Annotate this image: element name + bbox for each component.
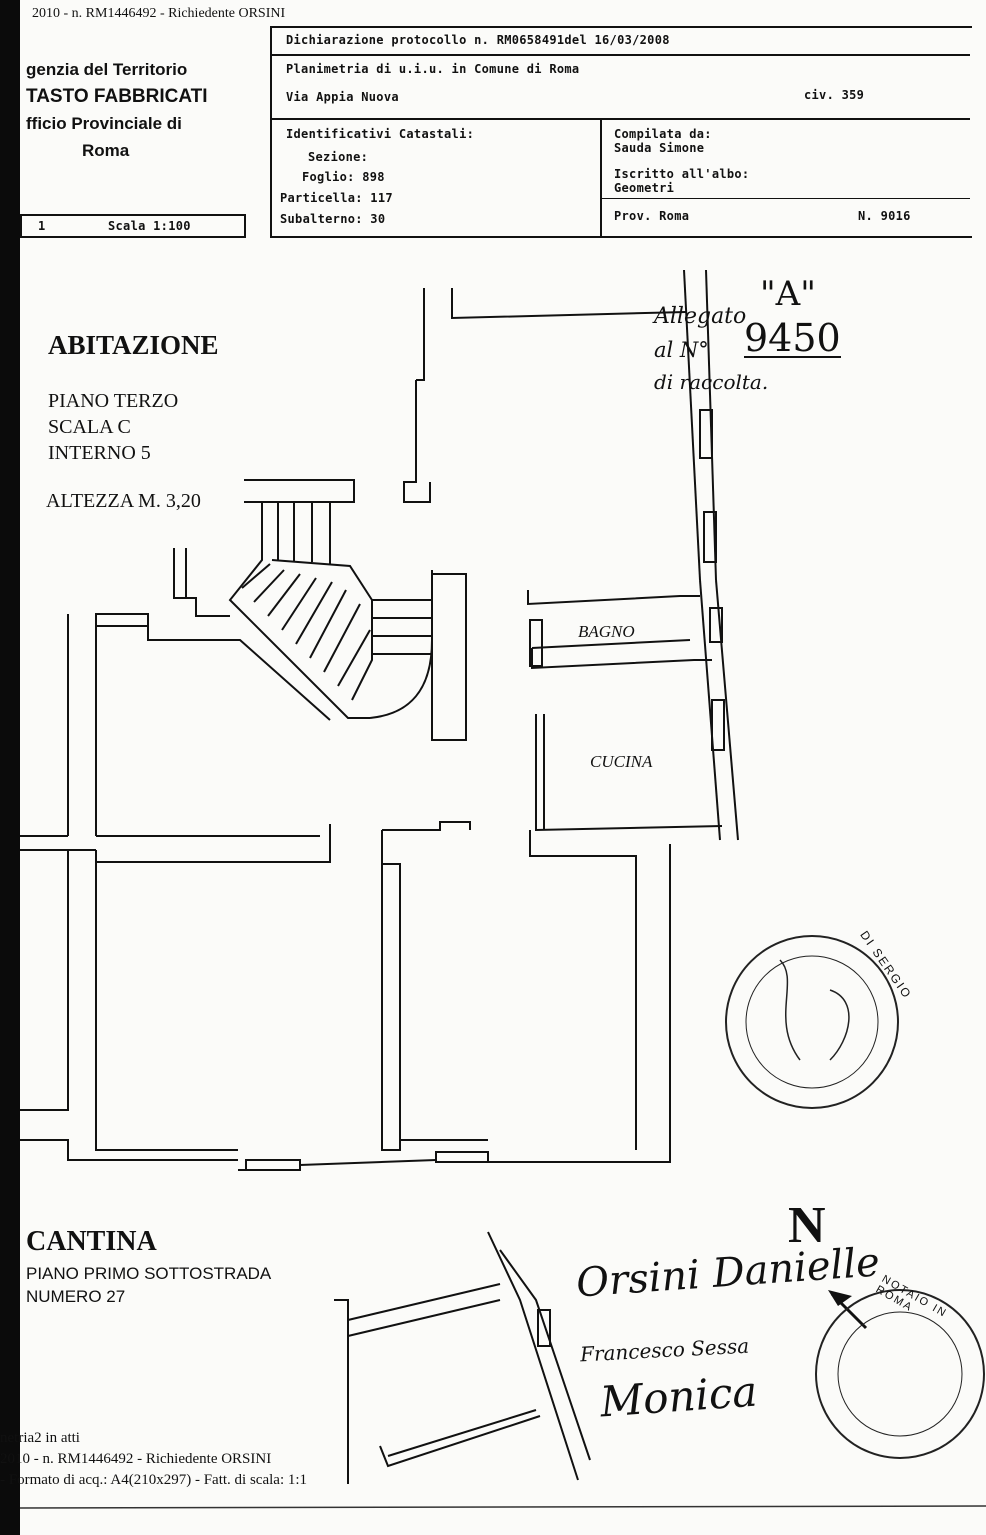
- planimetry-text: Planimetria di u.i.u. in Comune di Roma: [286, 62, 580, 76]
- notary-stamp-1: [725, 935, 899, 1109]
- footer-line-2: 2010 - n. RM1446492 - Richiedente ORSINI: [0, 1451, 272, 1467]
- footer-block: netria2 in atti 2010 - n. RM1446492 - Ri…: [0, 1428, 307, 1491]
- agency-line-1: genzia del Territorio: [26, 60, 188, 79]
- civic-number: civ. 359: [804, 88, 865, 102]
- annotation-allegato: Allegato: [654, 304, 747, 329]
- cellar-details: PIANO PRIMO SOTTOSTRADA NUMERO 27: [26, 1262, 271, 1308]
- registration-number: N. 9016: [858, 209, 911, 223]
- plan-details: PIANO TERZO SCALA C INTERNO 5: [48, 388, 178, 466]
- agency-line-4: Roma: [82, 141, 130, 160]
- plan-height: ALTEZZA M. 3,20: [46, 490, 201, 512]
- particella-value: Particella: 117: [280, 191, 393, 205]
- scan-edge-bar: [0, 0, 20, 1535]
- sezione-label: Sezione:: [308, 150, 369, 164]
- top-request-line: 2010 - n. RM1446492 - Richiedente ORSINI: [32, 6, 286, 21]
- cellar-title: CANTINA: [26, 1226, 157, 1257]
- scale-box: 1 Scala 1:100: [20, 214, 246, 238]
- header-rule-3: [600, 198, 970, 199]
- foglio-value: Foglio: 898: [302, 170, 385, 184]
- compiled-by-name: Sauda Simone: [614, 141, 705, 155]
- footer-line-1: netria2 in atti: [0, 1430, 80, 1446]
- header-rule-2: [270, 118, 970, 120]
- plan-interior: INTERNO 5: [48, 442, 151, 464]
- room-bath-label: BAGNO: [578, 622, 635, 641]
- compiled-by-label: Compilata da:: [614, 127, 712, 141]
- annotation-letter: "A": [760, 274, 816, 314]
- notary-stamp-2: [815, 1289, 985, 1459]
- cellar-floor: PIANO PRIMO SOTTOSTRADA: [26, 1264, 272, 1283]
- annotation-raccolta: di raccolta.: [654, 370, 769, 394]
- declaration-text: Dichiarazione protocollo n. RM0658491del…: [286, 33, 670, 47]
- agency-block: genzia del Territorio TASTO FABBRICATI f…: [26, 56, 208, 164]
- footer-line-3: - Formato di acq.: A4(210x297) - Fatt. d…: [0, 1472, 308, 1488]
- room-kitchen-label: CUCINA: [590, 752, 653, 771]
- registered-label: Iscritto all'albo:: [614, 167, 750, 181]
- header-divider: [600, 118, 602, 236]
- sheet-number: 1: [38, 219, 46, 233]
- plan-stair: SCALA C: [48, 416, 131, 438]
- plan-title: ABITAZIONE: [48, 330, 219, 360]
- scale-label: Scala 1:100: [108, 219, 191, 233]
- province-value: Prov. Roma: [614, 209, 690, 223]
- cadastral-title: Identificativi Catastali:: [286, 127, 475, 141]
- plan-floor: PIANO TERZO: [48, 390, 179, 412]
- header-table: [270, 26, 972, 238]
- annotation-number: 9450: [744, 316, 841, 360]
- annotation-al-n: al N°: [654, 338, 709, 362]
- cellar-number: NUMERO 27: [26, 1287, 126, 1306]
- agency-line-2: TASTO FABBRICATI: [26, 86, 208, 107]
- address-text: Via Appia Nuova: [286, 90, 399, 104]
- north-label: N: [788, 1197, 826, 1254]
- header-rule-1: [270, 54, 970, 56]
- registered-value: Geometri: [614, 181, 675, 195]
- agency-line-3: fficio Provinciale di: [26, 114, 182, 133]
- subalterno-value: Subalterno: 30: [280, 212, 386, 226]
